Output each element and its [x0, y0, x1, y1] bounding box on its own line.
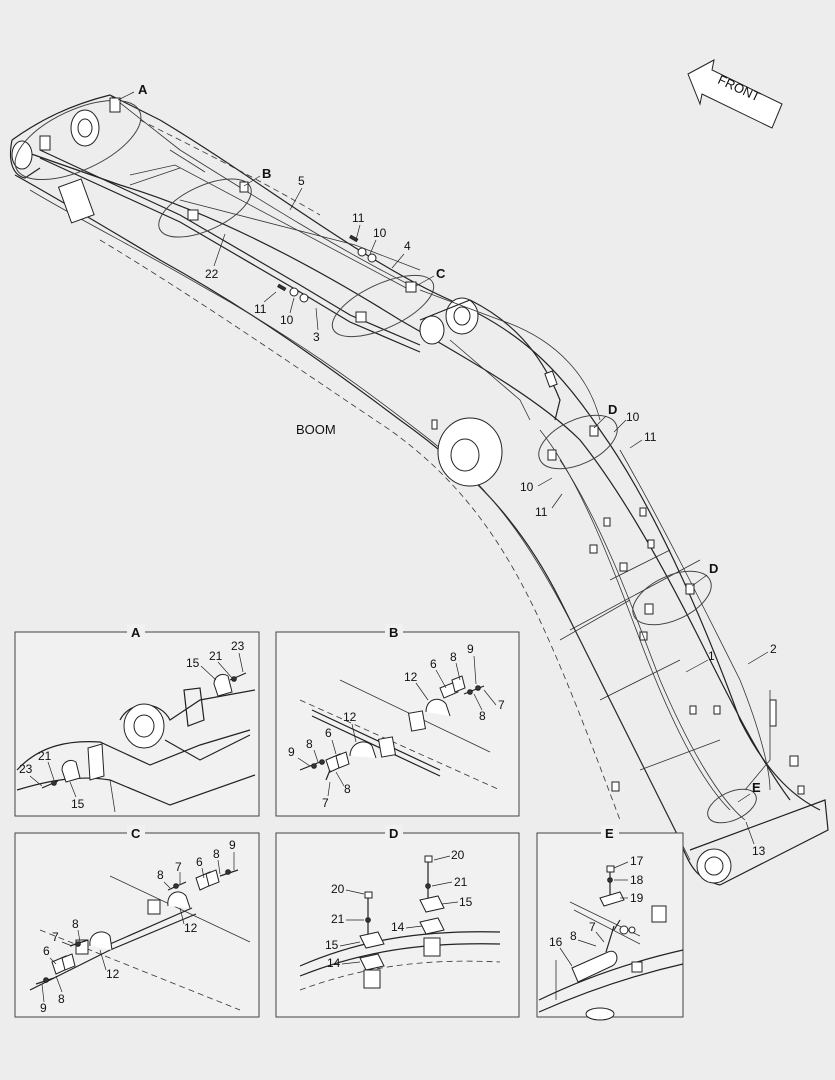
part-13-label: 13	[752, 844, 766, 858]
part-10b-label: 10	[280, 313, 294, 327]
panel-B-label-12-bottom: 12	[343, 710, 357, 724]
boom-pipes	[39, 149, 771, 821]
callout-E: E	[752, 780, 761, 795]
panel-C-label-12-bottom: 12	[106, 967, 120, 981]
part-11c-label: 11	[644, 430, 657, 444]
detail-panel-D: D 20 21 15 20 21 14 15 14	[275, 825, 520, 1018]
detail-panel-A: A 15 21 23 21 23 15	[14, 624, 260, 817]
panel-C-label-9-top: 9	[229, 838, 236, 852]
panel-A-label-15-bottom: 15	[71, 797, 85, 811]
main-labels: A B C D D E 5 11 10 4 22 11 10 3 10 11 1…	[117, 82, 777, 858]
panel-C-label-6-top: 6	[196, 855, 203, 869]
part-22-label: 22	[205, 267, 219, 281]
detail-panel-B: B 6 8 9 12 7 8 12 6	[275, 624, 520, 817]
boom-label: BOOM	[296, 422, 336, 437]
detail-panel-C: C 9 8 7 6 8 12 7	[14, 825, 260, 1018]
callout-C: C	[436, 266, 446, 281]
panel-A-label-23-top: 23	[231, 639, 245, 653]
callout-D-upper: D	[608, 402, 617, 417]
part-5-label: 5	[298, 174, 305, 188]
panel-C-label-8-bottom: 8	[72, 917, 79, 931]
panel-C-label-6-bottom: 6	[43, 944, 50, 958]
panel-B-label-6-top: 6	[430, 657, 437, 671]
panel-B-label-8-mid: 8	[479, 709, 486, 723]
part-10a-label: 10	[373, 226, 387, 240]
part-4-label: 4	[404, 239, 411, 253]
panel-A-title: A	[131, 625, 141, 640]
panel-B-label-12-top: 12	[404, 670, 418, 684]
front-arrow: FRONT	[687, 59, 783, 129]
panel-E-label-19: 19	[630, 891, 644, 905]
panel-D-label-15-bottom: 15	[325, 938, 339, 952]
panel-D-title: D	[389, 826, 398, 841]
part-11d-label: 11	[535, 505, 548, 519]
panel-D-label-20-top: 20	[451, 848, 465, 862]
boom-structure	[9, 94, 829, 886]
panel-B-label-9-bottom: 9	[288, 745, 295, 759]
panel-D-label-14-top: 14	[391, 920, 405, 934]
panel-A-label-23-bottom: 23	[19, 762, 33, 776]
panel-C-label-8-top: 8	[213, 847, 220, 861]
panel-B-title: B	[389, 625, 398, 640]
panel-C-label-7-top: 7	[175, 860, 182, 874]
panel-D-label-15-top: 15	[459, 895, 473, 909]
panel-D-label-21-bottom: 21	[331, 912, 345, 926]
panel-E-label-16: 16	[549, 935, 563, 949]
panel-E-label-8: 8	[570, 929, 577, 943]
panel-E-label-7: 7	[589, 920, 596, 934]
part-3-label: 3	[313, 330, 320, 344]
panel-C-label-12-top: 12	[184, 921, 198, 935]
panel-B-label-7-bottom: 7	[322, 796, 329, 810]
panel-C-label-8-left-top: 8	[157, 868, 164, 882]
panel-C-label-7-bottom: 7	[52, 930, 59, 944]
panel-B-label-8-left: 8	[306, 737, 313, 751]
panel-B-label-8-bottom: 8	[344, 782, 351, 796]
panel-A-label-21-top: 21	[209, 649, 223, 663]
panel-B-label-8-top: 8	[450, 650, 457, 664]
panel-B-label-6-bottom: 6	[325, 726, 332, 740]
part-1-label: 1	[708, 649, 715, 663]
panel-A-label-21-bottom: 21	[38, 749, 52, 763]
detail-panel-E: E 17 18 19 8 7 16	[536, 825, 684, 1021]
panel-B-label-7-top: 7	[498, 698, 505, 712]
detail-callout-markers	[14, 97, 757, 824]
panel-D-label-21-top: 21	[454, 875, 468, 889]
panel-C-label-9-bottom: 9	[40, 1001, 47, 1015]
callout-B: B	[262, 166, 271, 181]
part-2-label: 2	[770, 642, 777, 656]
panel-D-label-14-bottom: 14	[327, 956, 341, 970]
panel-A-label-15-top: 15	[186, 656, 200, 670]
panel-E-title: E	[605, 826, 614, 841]
callout-D-lower: D	[709, 561, 718, 576]
part-10c-label: 10	[626, 410, 640, 424]
panel-C-title: C	[131, 826, 141, 841]
callout-A: A	[138, 82, 148, 97]
part-11b-label: 11	[254, 302, 267, 316]
panel-D-label-20-bottom: 20	[331, 882, 345, 896]
part-11a-label: 11	[352, 211, 365, 225]
part-10d-label: 10	[520, 480, 534, 494]
panel-E-label-17: 17	[630, 854, 644, 868]
panel-C-label-8-bottom2: 8	[58, 992, 65, 1006]
panel-B-label-9-top: 9	[467, 642, 474, 656]
panel-E-label-18: 18	[630, 873, 644, 887]
